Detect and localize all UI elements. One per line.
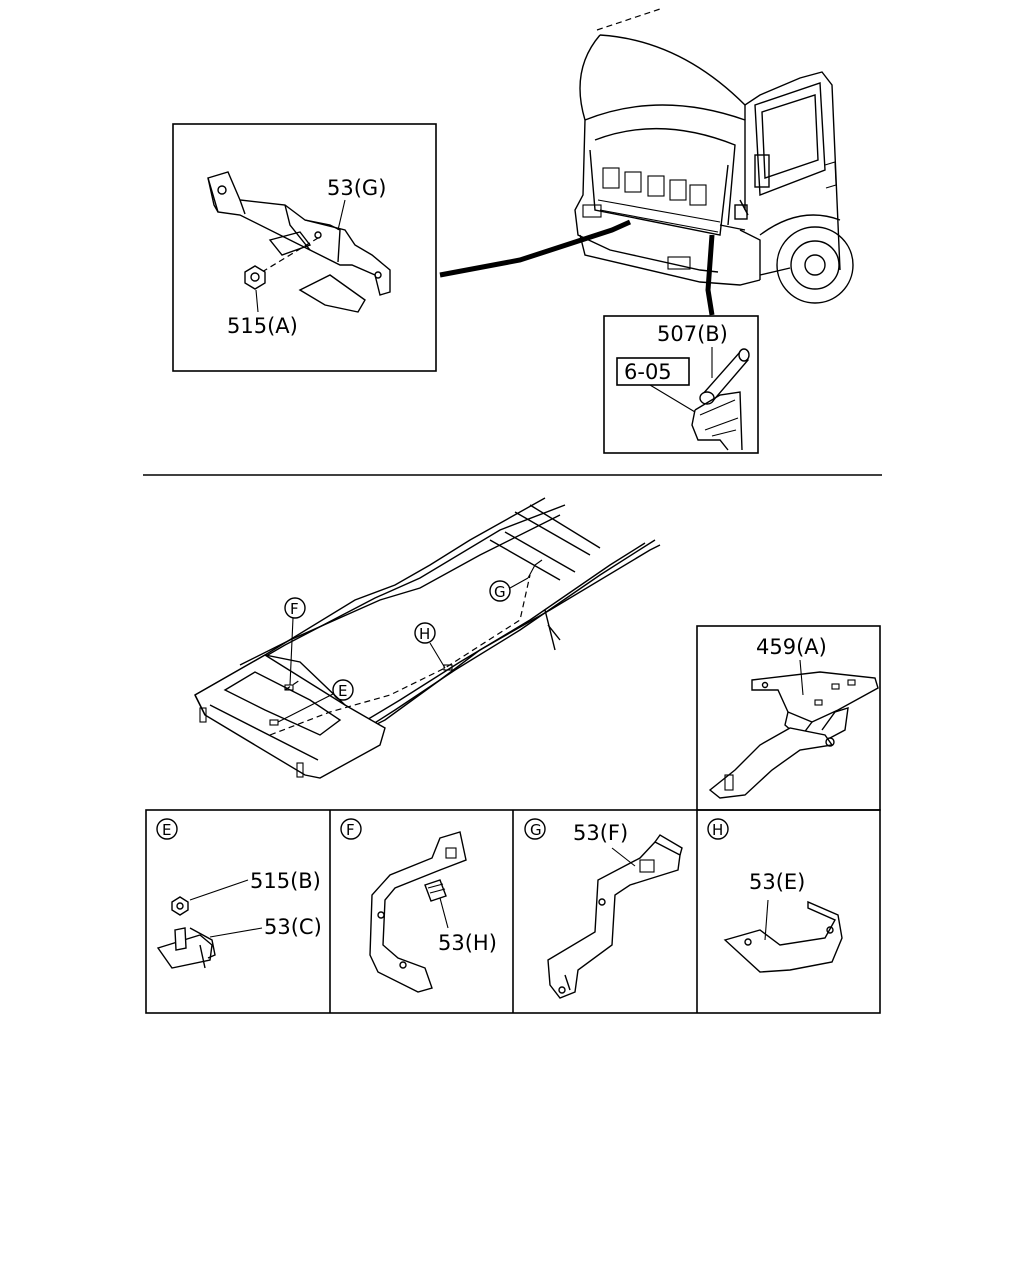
frame-markers: F E H G [277,577,529,723]
marker-e-panel [156,818,178,840]
label-515b: 515(B) [250,869,321,893]
marker-h-panel [707,818,729,840]
svg-text:G: G [494,583,506,601]
marker-g-frame [489,580,511,602]
label-53e: 53(E) [749,870,805,894]
detail-box-53g: 53(G) 515(A) [172,123,437,372]
svg-text:F: F [346,821,355,839]
label-459a: 459(A) [756,635,827,659]
label-53h: 53(H) [438,931,497,955]
svg-text:E: E [338,682,347,700]
marker-e-frame [332,679,354,701]
truck-cab-illustration [574,7,854,304]
svg-text:H: H [712,821,723,839]
label-53f: 53(F) [573,821,628,845]
svg-text:H: H [419,625,430,643]
svg-text:E: E [162,821,171,839]
label-515a: 515(A) [227,314,298,338]
panel-e: E 515(B) 53(C) [156,818,322,969]
detail-box-507b: 507(B) 6-05 [603,315,759,454]
label-6-05: 6-05 [624,360,672,384]
marker-h-frame [414,622,436,644]
marker-g-panel [524,818,546,840]
panel-h: H 53(E) [707,818,843,973]
svg-text:G: G [530,821,542,839]
bottom-detail-panels [145,809,881,1014]
panel-g: G 53(F) [524,818,683,999]
label-507b: 507(B) [657,322,728,346]
callout-leaders-top [439,219,715,316]
label-53g: 53(G) [327,176,386,200]
panel-f: F 53(H) [340,818,497,993]
svg-text:F: F [290,600,299,618]
marker-f-frame [284,597,306,619]
label-53c: 53(C) [264,915,322,939]
marker-f-panel [340,818,362,840]
detail-box-459a: 459(A) [696,625,881,811]
